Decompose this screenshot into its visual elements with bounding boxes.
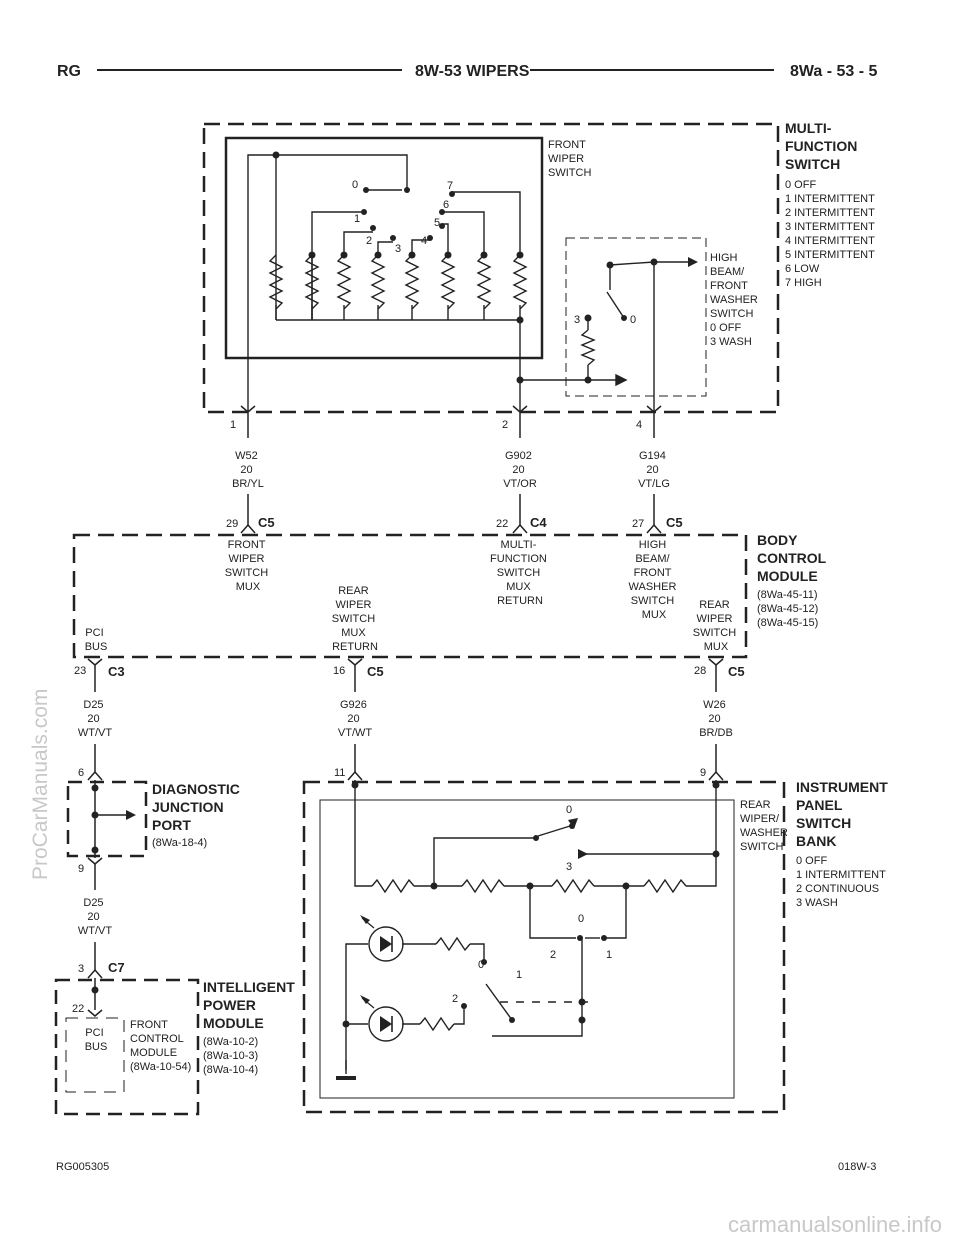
bcm-rear-wiper-mux-label: REAR WIPER SWITCH MUX: [693, 599, 739, 653]
bcm-pci-bus-label: PCI BUS: [85, 627, 108, 653]
rear-wiper-motor-1: [360, 915, 404, 962]
ipm-outline: [54, 978, 200, 1116]
bcm-pin-16: 16: [333, 665, 345, 677]
lower-wire-3-label: W26 20 BR/DB: [699, 699, 733, 739]
multifunction-switch-title: MULTI- FUNCTION SWITCH: [785, 120, 861, 172]
multifunction-switch-outline: [202, 122, 780, 414]
djp-wiring: [87, 780, 128, 890]
multifunction-switch: FRONT WIPER SWITCH MULTI- FUNCTION SWITC…: [202, 120, 878, 414]
upper-wire-3-label: G194 20 VT/LG: [638, 450, 670, 490]
front-wiper-switch-numbers: 0 1 2 3 4 5 6 7: [352, 179, 453, 255]
bcm-multifunction-return-label: MULTI- FUNCTION SWITCH MUX RETURN: [490, 539, 550, 607]
ipsb-pin-right: 9: [700, 767, 706, 779]
front-wiper-switch-junctions: [272, 151, 592, 384]
diagnostic-junction-port: 6 9 DIAGNOSTIC JUNCTION PORT (8Wa-18-4) …: [66, 767, 244, 979]
djp-to-ipm-wire: [87, 942, 103, 979]
side-watermark: ProCarManuals.com: [29, 689, 52, 880]
bcm-pin-29: 29: [226, 518, 238, 530]
bcm-pin-23: 23: [74, 665, 86, 677]
high-beam-switch-wiring: [580, 261, 690, 412]
rear-wiper-switch-label: REAR WIPER/ WASHER SWITCH: [740, 799, 791, 853]
ipm-inner-pin: 22: [72, 1003, 84, 1015]
upper-wire-3-pin: 4: [636, 419, 642, 431]
fcm-label: FRONT CONTROL MODULE (8Wa-10-54): [130, 1019, 191, 1073]
djp-ref: (8Wa-18-4): [152, 837, 207, 849]
front-wiper-switch-box: [224, 136, 544, 360]
lower-wire-lines: [87, 658, 724, 781]
ipsb-title: INSTRUMENT PANEL SWITCH BANK: [796, 779, 892, 849]
ipm-pci-bus-label: PCI BUS: [85, 1027, 108, 1053]
ipsb-positions: 0 OFF 1 INTERMITTENT 2 CONTINUOUS 3 WASH: [796, 855, 889, 909]
rear-wiper-motor-2: [360, 995, 404, 1042]
high-beam-switch-label: HIGH BEAM/ FRONT WASHER SWITCH 0 OFF 3 W…: [710, 252, 761, 348]
bcm-conn-c3: C3: [108, 664, 125, 679]
bcm-conn-c4: C4: [530, 515, 547, 530]
bcm-pin-27: 27: [632, 518, 644, 530]
ipm-wiring: [87, 978, 103, 1017]
rear-switch-junctions: [342, 781, 720, 1028]
ipsb-outline: [302, 780, 786, 1114]
front-wiper-switch-wiring: [247, 154, 628, 412]
header-left: RG: [57, 63, 81, 80]
djp-pin-bottom: 9: [78, 863, 84, 875]
front-wiper-switch-label: FRONT WIPER SWITCH: [548, 139, 591, 179]
djp-arrow: [126, 810, 136, 820]
upper-wire-1-pin: 1: [230, 419, 236, 431]
djp-junctions: [91, 784, 99, 854]
ipsb-pin-left: 11: [334, 767, 345, 779]
djp-pin-top: 6: [78, 767, 84, 779]
rear-wiper-switch-box: [319, 799, 735, 1099]
header-page: 8Wa - 53 - 5: [790, 63, 878, 80]
djp-outline: [66, 780, 148, 858]
body-control-module: 29 C5 22 C4 27 C5 FRONT WIPER SWITCH MUX…: [72, 515, 830, 679]
footer-left: RG005305: [56, 1161, 109, 1173]
bcm-conn-c5-a: C5: [258, 515, 275, 530]
ipm-pin: 3: [78, 963, 84, 975]
rear-wiper-switch-wiring: [336, 780, 717, 1080]
bcm-conn-c5-d: C5: [728, 664, 745, 679]
upper-wire-2-pin: 2: [502, 419, 508, 431]
intelligent-power-module: 3 C7 22 PCI BUS FRONT CONTROL MODULE (8W…: [54, 960, 299, 1116]
bcm-pin-28: 28: [694, 665, 706, 677]
bottom-watermark: carmanualsonline.info: [728, 1212, 942, 1237]
bcm-high-beam-mux-label: HIGH BEAM/ FRONT WASHER SWITCH MUX: [629, 539, 680, 621]
bcm-front-wiper-mux-label: FRONT WIPER SWITCH MUX: [225, 539, 271, 593]
fcm-outline: [65, 1017, 125, 1093]
bcm-refs: (8Wa-45-11) (8Wa-45-12) (8Wa-45-15): [757, 589, 821, 629]
djp-wire-below-label: D25 20 WT/VT: [78, 897, 112, 937]
ipm-junction: [91, 986, 99, 994]
high-beam-switch-numbers: 3 0: [574, 314, 636, 326]
rear-switch-numbers: 0 3 0 2 1 0 1 2: [452, 804, 615, 1005]
ipm-title: INTELLIGENT POWER MODULE: [203, 979, 299, 1031]
bcm-outline: [72, 533, 748, 659]
footer-right: 018W-3: [838, 1161, 876, 1173]
instrument-panel-switch-bank: 11 9 REAR WIPER/ WASHER SWITCH INSTRUMEN…: [302, 767, 892, 1114]
bcm-conn-c5-b: C5: [666, 515, 683, 530]
header-title: 8W-53 WIPERS: [415, 63, 530, 80]
bcm-rear-wiper-return-label: REAR WIPER SWITCH MUX RETURN: [332, 585, 378, 653]
bcm-pin-22: 22: [496, 518, 508, 530]
lower-wire-1-label: D25 20 WT/VT: [78, 699, 112, 739]
djp-title: DIAGNOSTIC JUNCTION PORT: [152, 781, 244, 833]
upper-wire-1-label: W52 20 BR/YL: [232, 450, 264, 490]
bcm-conn-c5-c: C5: [367, 664, 384, 679]
ipm-conn: C7: [108, 960, 125, 975]
high-beam-junctions: [584, 258, 658, 322]
bcm-title: BODY CONTROL MODULE: [757, 532, 830, 584]
rear-switch-arrow-3: [578, 849, 588, 859]
upper-wire-lines: [240, 405, 662, 534]
multifunction-switch-positions: 0 OFF 1 INTERMITTENT 2 INTERMITTENT 3 IN…: [785, 179, 878, 289]
ipm-refs: (8Wa-10-2) (8Wa-10-3) (8Wa-10-4): [203, 1036, 261, 1076]
high-beam-arrow: [688, 257, 698, 267]
high-beam-switch-outline: [565, 237, 707, 397]
upper-wire-2-label: G902 20 VT/OR: [503, 450, 537, 490]
lower-wire-2-label: G926 20 VT/WT: [338, 699, 372, 739]
